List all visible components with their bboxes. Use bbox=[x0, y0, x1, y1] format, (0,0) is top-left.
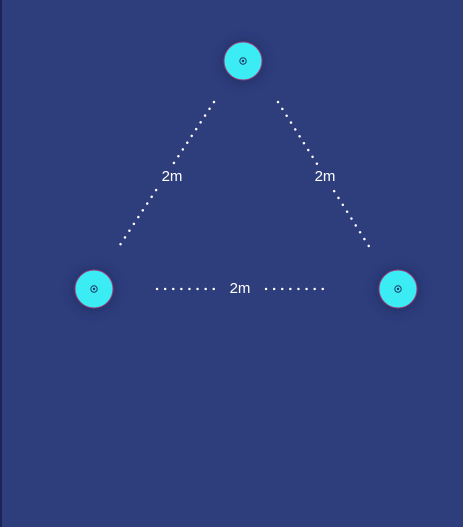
wifi-signal-icon bbox=[90, 285, 98, 293]
label-bg-left bbox=[154, 165, 190, 187]
node-left[interactable] bbox=[72, 268, 116, 312]
wifi-signal-icon bbox=[239, 57, 247, 65]
node-top[interactable] bbox=[221, 40, 265, 84]
distance-label-right: 2m bbox=[315, 168, 336, 185]
distance-label-bottom: 2m bbox=[230, 280, 251, 297]
node-right[interactable] bbox=[376, 268, 420, 312]
label-bg-right bbox=[307, 165, 343, 187]
wifi-signal-icon bbox=[394, 285, 402, 293]
distance-label-left: 2m bbox=[162, 168, 183, 185]
